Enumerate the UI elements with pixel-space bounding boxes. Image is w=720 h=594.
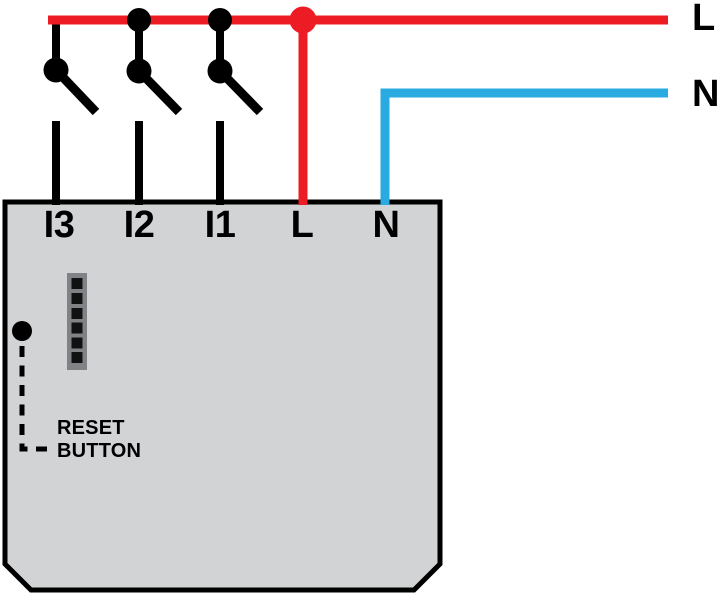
reset-button-label-line2: BUTTON [57,440,142,462]
pin-1 [71,278,83,289]
reset-button-label: RESET BUTTON [57,417,141,463]
reset-leader-dashed-line [19,346,54,452]
device-body [2,199,443,593]
switch-i1-pivot-dot [207,58,233,84]
switch-i3-pivot-dot [43,57,69,83]
live-junction-dot [289,6,317,34]
terminal-label-i1: I1 [204,204,236,246]
terminal-label-l: L [290,204,314,246]
pin-header-connector [67,273,87,370]
reset-button-label-line1: RESET [57,417,125,439]
supply-neutral-label: N [692,73,720,115]
pin-2 [71,293,83,304]
terminal-label-i2: I2 [123,204,155,246]
supply-live-label: L [692,0,716,39]
terminal-label-i3: I3 [43,204,75,246]
neutral-wire [380,88,668,205]
pin-3 [71,308,83,319]
pin-5 [71,337,83,349]
switch-group-i2 [135,16,183,205]
switch-i2-bus-junction-dot [127,8,151,32]
switch-i2-pivot-dot [126,58,152,84]
switch-group-i3 [52,16,100,205]
pin-4 [71,322,83,334]
reset-button-dot [12,321,32,341]
switch-i1-bus-junction-dot [208,8,232,32]
pin-6 [71,352,83,363]
terminal-label-n: N [372,204,400,246]
switch-group-i1 [216,16,264,205]
